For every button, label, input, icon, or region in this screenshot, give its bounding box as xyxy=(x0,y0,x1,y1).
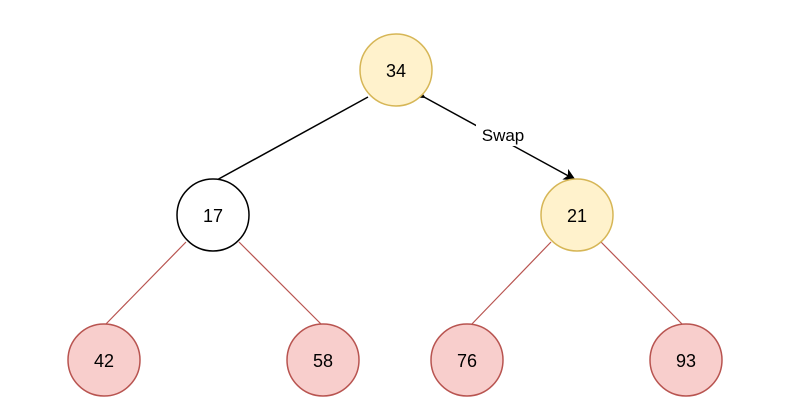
swap-label-background xyxy=(476,124,530,146)
node-label: 76 xyxy=(457,351,477,371)
tree-node-left: 17 xyxy=(176,178,250,252)
node-label: 93 xyxy=(676,351,696,371)
node-label: 17 xyxy=(203,206,223,226)
tree-node-left-left: 42 xyxy=(67,323,141,397)
swap-label: Swap xyxy=(482,126,525,145)
edge-right-to-right-right xyxy=(600,241,685,327)
tree-node-root: 34 xyxy=(359,33,433,107)
node-label: 21 xyxy=(567,206,587,226)
swap-indicator: Swap xyxy=(412,86,576,180)
tree-node-right-left: 76 xyxy=(430,323,504,397)
edges-layer xyxy=(103,96,685,327)
edge-root-to-left xyxy=(214,96,369,182)
node-label: 42 xyxy=(94,351,114,371)
edge-left-to-left-left xyxy=(103,241,187,327)
tree-node-right-right: 93 xyxy=(649,323,723,397)
edge-left-to-left-right xyxy=(238,241,324,327)
edge-right-to-right-left xyxy=(469,241,552,327)
node-label: 34 xyxy=(386,61,406,81)
tree-node-left-right: 58 xyxy=(286,323,360,397)
nodes-layer: 34 17 21 42 58 76 93 xyxy=(67,33,723,397)
node-label: 58 xyxy=(313,351,333,371)
tree-node-right: 21 xyxy=(540,178,614,252)
